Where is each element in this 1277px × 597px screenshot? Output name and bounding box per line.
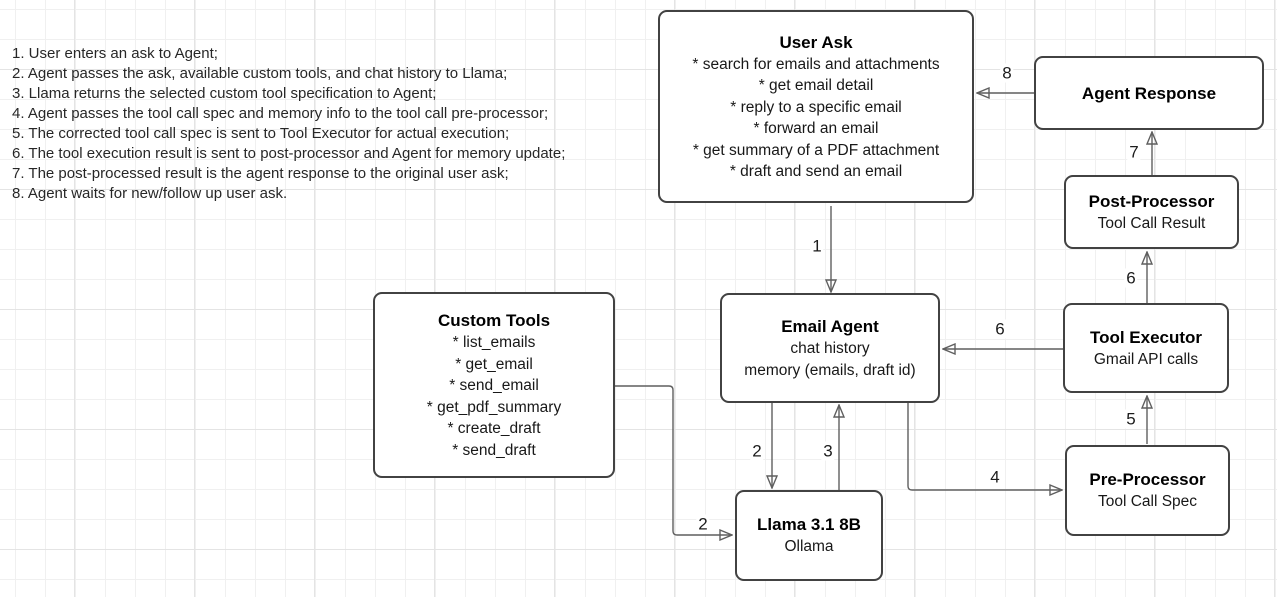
user-ask-item: * get summary of a PDF attachment <box>692 141 940 159</box>
box-email-agent: Email Agent chat history memory (emails,… <box>720 293 940 403</box>
email-agent-line: memory (emails, draft id) <box>744 361 916 379</box>
custom-tool-item: * list_emails <box>452 334 536 351</box>
box-tool-executor-title: Tool Executor <box>1089 327 1203 347</box>
custom-tool-item: * send_email <box>449 377 539 394</box>
custom-tool-item: * get_email <box>455 355 533 373</box>
edge-label-step-6-result: 6 <box>1124 268 1138 288</box>
box-llama-title: Llama 3.1 8B <box>757 515 861 535</box>
box-pre-processor-subtitle: Tool Call Spec <box>1097 493 1198 511</box>
edge-label-step-2-llama: 2 <box>750 441 764 461</box>
edge-label-step-7: 7 <box>1127 142 1141 162</box>
box-post-processor-title: Post-Processor <box>1088 191 1215 211</box>
custom-tool-item: * create_draft <box>447 420 541 437</box>
user-ask-item: * forward an email <box>753 120 879 137</box>
process-step-7: 7. The post-processed result is the agen… <box>12 165 509 182</box>
edge-label-step-1: 1 <box>810 236 824 256</box>
edge-label-step-5: 5 <box>1124 409 1138 429</box>
process-steps-list: 1. User enters an ask to Agent; 2. Agent… <box>12 44 565 204</box>
user-ask-item: * search for emails and attachments <box>692 55 940 73</box>
box-llama-subtitle: Ollama <box>784 538 834 556</box>
custom-tool-item: * send_draft <box>452 441 536 459</box>
user-ask-item: * reply to a specific email <box>730 98 902 116</box>
user-ask-item: * draft and send an email <box>729 163 903 180</box>
process-step-1: 1. User enters an ask to Agent; <box>12 45 218 62</box>
user-ask-item: * get email detail <box>758 77 874 94</box>
box-tool-executor: Tool Executor Gmail API calls <box>1063 303 1229 393</box>
edge-label-step-6-memory: 6 <box>993 319 1007 339</box>
arrow-custom-tools-to-llama <box>615 385 732 535</box>
box-custom-tools: Custom Tools * list_emails * get_email *… <box>373 292 615 478</box>
process-step-4: 4. Agent passes the tool call spec and m… <box>12 105 549 122</box>
process-step-3: 3. Llama returns the selected custom too… <box>12 85 437 102</box>
box-tool-executor-subtitle: Gmail API calls <box>1093 350 1199 368</box>
box-post-processor-subtitle: Tool Call Result <box>1097 214 1206 232</box>
box-user-ask-title: User Ask <box>779 32 853 52</box>
box-llama: Llama 3.1 8B Ollama <box>735 490 883 581</box>
edge-label-step-3: 3 <box>821 441 835 461</box>
box-agent-response: Agent Response <box>1034 56 1264 130</box>
box-agent-response-title: Agent Response <box>1081 83 1217 103</box>
edge-label-step-8: 8 <box>1000 63 1014 83</box>
edge-label-step-4: 4 <box>988 467 1002 487</box>
process-step-2: 2. Agent passes the ask, available custo… <box>12 65 508 82</box>
box-post-processor: Post-Processor Tool Call Result <box>1064 175 1239 249</box>
process-step-8: 8. Agent waits for new/follow up user as… <box>12 185 288 202</box>
box-pre-processor: Pre-Processor Tool Call Spec <box>1065 445 1230 536</box>
edge-label-step-2-tools: 2 <box>696 514 710 534</box>
custom-tool-item: * get_pdf_summary <box>426 398 562 416</box>
box-user-ask: User Ask * search for emails and attachm… <box>658 10 974 203</box>
process-step-6: 6. The tool execution result is sent to … <box>12 145 566 162</box>
box-custom-tools-title: Custom Tools <box>437 311 551 330</box>
box-pre-processor-title: Pre-Processor <box>1089 470 1206 490</box>
arrow-email-agent-to-pre-processor <box>907 403 1062 490</box>
email-agent-line: chat history <box>790 340 870 357</box>
process-step-5: 5. The corrected tool call spec is sent … <box>12 125 510 142</box>
box-email-agent-title: Email Agent <box>781 317 879 336</box>
